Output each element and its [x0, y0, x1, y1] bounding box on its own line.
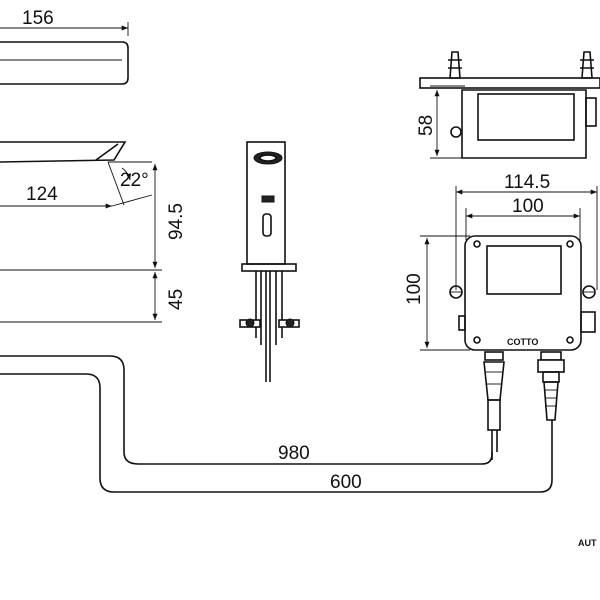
- dim-94-5-label: 94.5: [166, 203, 187, 240]
- dim-114-5-label: 114.5: [504, 172, 550, 193]
- dim-156-label: 156: [22, 8, 54, 29]
- corner-text: AUT: [578, 538, 597, 548]
- faucet-front-view: [239, 141, 300, 382]
- spout-side-view: 22° 124 94.5 45: [0, 141, 187, 323]
- spout-top-view: 156: [0, 8, 129, 85]
- dim-100-height-label: 100: [404, 273, 425, 305]
- dim-45-label: 45: [166, 289, 187, 310]
- dim-124-label: 124: [26, 184, 58, 205]
- cable-980-label: 980: [278, 443, 310, 464]
- dim-58-label: 58: [416, 115, 437, 136]
- dim-22deg-label: 22°: [120, 170, 149, 191]
- cables: 980 600: [0, 355, 553, 493]
- cable-600-label: 600: [330, 472, 362, 493]
- control-box-front-view: 114.5 100 COTTO 100: [404, 172, 598, 460]
- dim-100-width-label: 100: [512, 196, 544, 217]
- control-box-side-view: 58: [416, 51, 600, 159]
- brand-logo: COTTO: [507, 337, 538, 347]
